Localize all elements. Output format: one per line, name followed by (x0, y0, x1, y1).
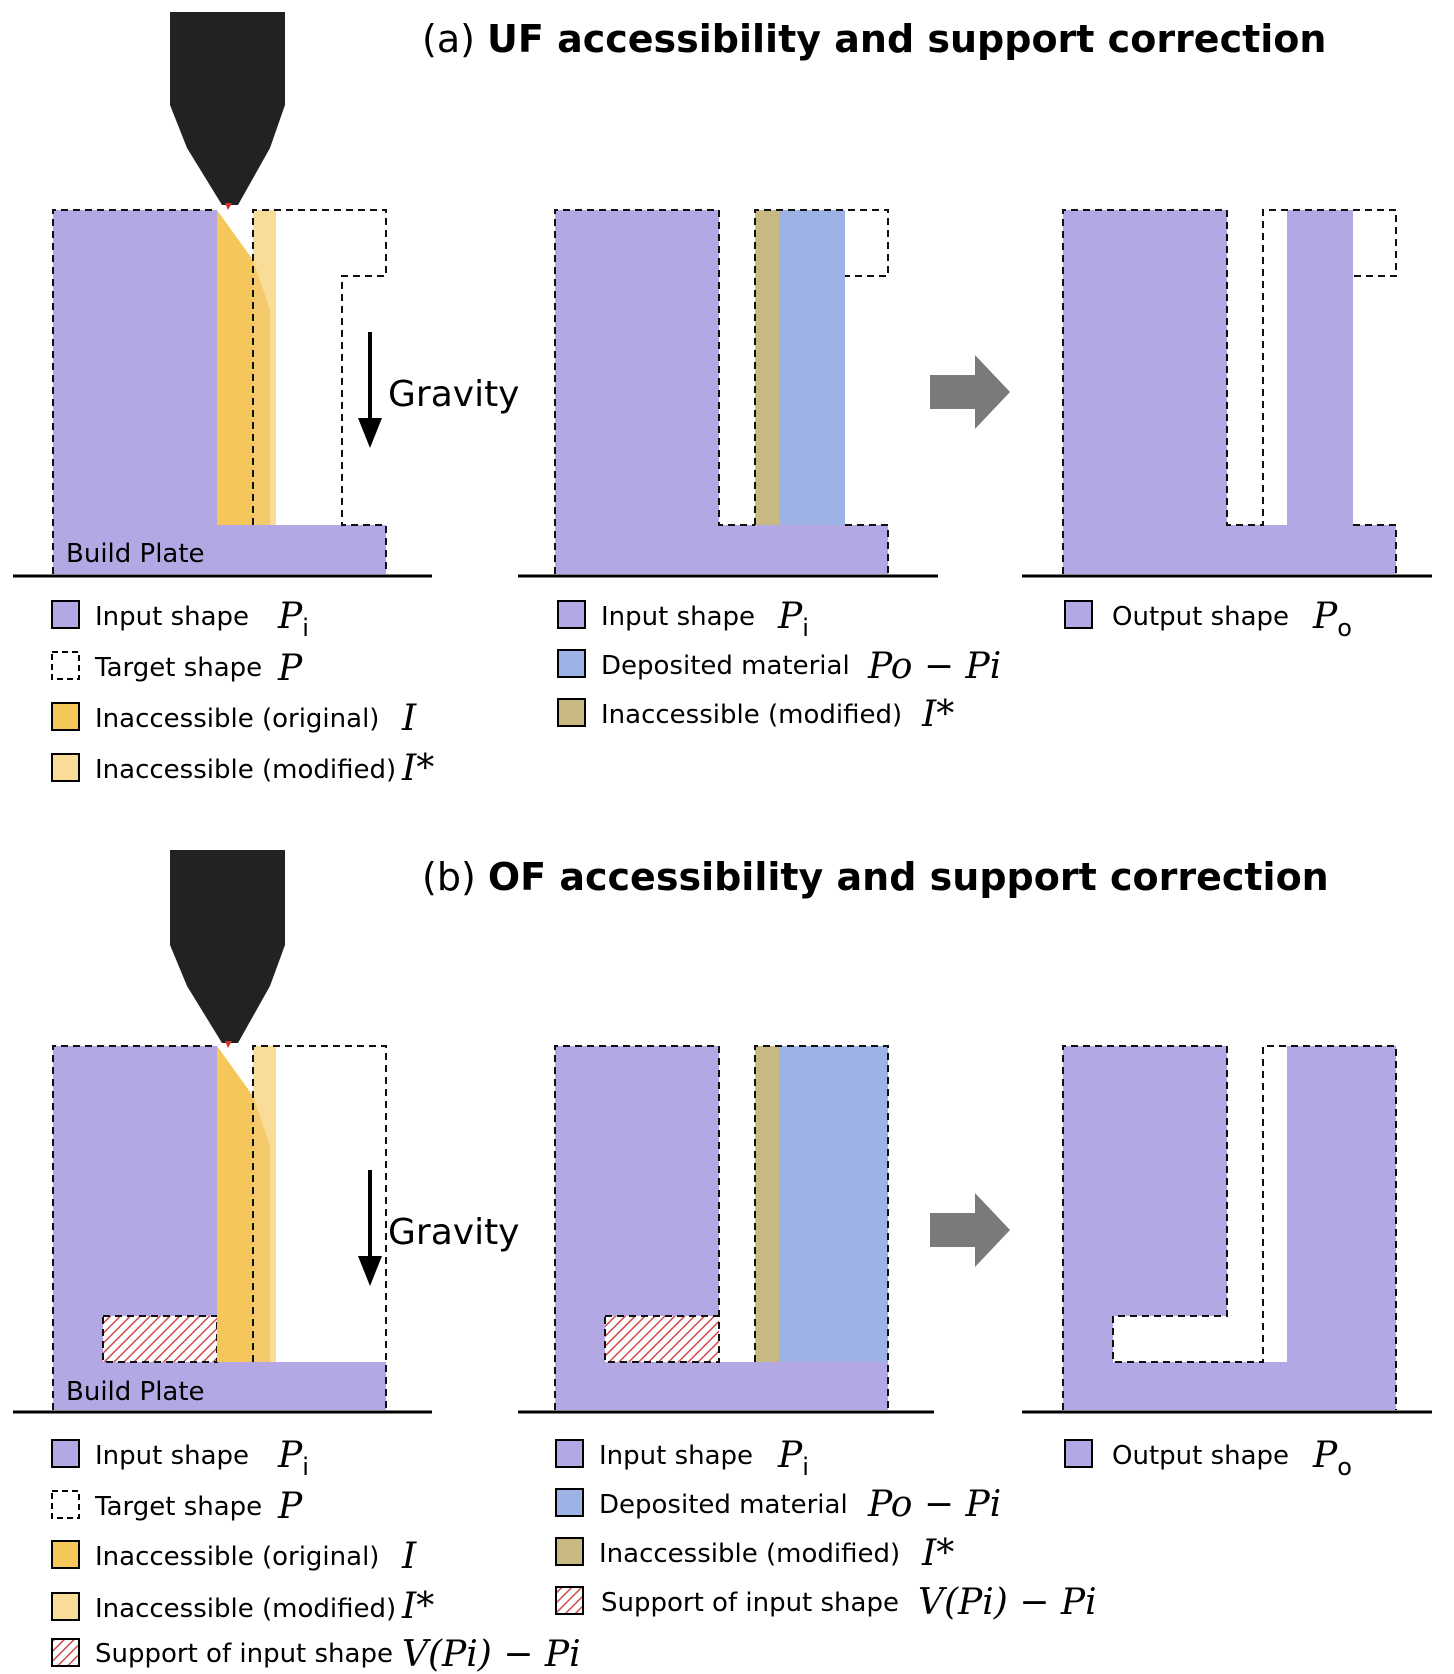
legend-item: Inaccessible (modified) I* (555, 1533, 954, 1574)
svg-text:Support of input shape: Support of input shape (601, 1588, 899, 1618)
svg-text:Inaccessible (modified): Inaccessible (modified) (95, 1594, 396, 1624)
panel-b-right-diagram (1022, 1045, 1432, 1414)
svg-text:P: P (277, 1486, 303, 1527)
svg-text:I*: I* (921, 694, 954, 735)
gravity-label: Gravity (388, 374, 519, 415)
arrow-down-icon (358, 1256, 382, 1286)
target-shape-outline (52, 209, 217, 574)
svg-text:Inaccessible (modified): Inaccessible (modified) (601, 700, 902, 730)
svg-text:Pi: Pi (777, 596, 809, 642)
svg-text:Inaccessible (original): Inaccessible (original) (95, 704, 379, 734)
svg-text:Output shape: Output shape (1112, 602, 1289, 632)
svg-text:Po: Po (1312, 596, 1352, 642)
svg-text:Input shape: Input shape (95, 1441, 249, 1471)
input-shape (53, 210, 217, 574)
svg-text:Input shape: Input shape (599, 1441, 753, 1471)
legend-item: Input shape Pi (51, 1435, 309, 1481)
legend-item: Input shape Pi (51, 596, 309, 642)
inaccessible-modified-region (755, 210, 779, 525)
target-shape-outline (252, 209, 387, 574)
panel-b-left-diagram: Gravity Build Plate (13, 850, 519, 1414)
build-plate-label: Build Plate (66, 539, 205, 569)
svg-text:I: I (401, 698, 417, 739)
svg-text:I*: I* (401, 1586, 434, 1627)
svg-text:Inaccessible (modified): Inaccessible (modified) (95, 755, 396, 785)
legend-item: Output shape Po (1064, 596, 1352, 642)
panel-a-title: (a) UF accessibility and support correct… (422, 17, 1326, 61)
gravity-label: Gravity (388, 1212, 519, 1253)
svg-text:Inaccessible (modified): Inaccessible (modified) (599, 1539, 900, 1569)
legend-item: Inaccessible (modified) I* (557, 694, 954, 735)
panel-a-middle-diagram (518, 209, 938, 578)
panel-a-legend-left: Input shape Pi Target shape P Inaccessib… (51, 596, 434, 789)
panel-a-legend-middle: Input shape Pi Deposited material Po − P… (557, 596, 1001, 735)
panel-a-left-diagram: Gravity Build Plate (13, 12, 519, 578)
svg-text:Target shape: Target shape (94, 1492, 262, 1522)
panel-b: (b) OF accessibility and support correct… (13, 850, 1432, 1674)
svg-text:I*: I* (401, 748, 434, 789)
panel-b-middle-diagram (518, 1045, 934, 1414)
legend-item: Inaccessible (original) I (51, 698, 417, 739)
svg-text:Target shape: Target shape (94, 653, 262, 683)
legend-item: Deposited material Po − Pi (555, 1484, 1001, 1525)
legend-item: Input shape Pi (557, 596, 809, 642)
nozzle-icon (170, 12, 285, 205)
svg-text:Output shape: Output shape (1112, 1441, 1289, 1471)
nozzle-icon (170, 850, 285, 1043)
support-region (102, 1315, 218, 1363)
svg-text:Pi: Pi (277, 596, 309, 642)
svg-text:P: P (277, 648, 303, 689)
panel-b-legend-left: Input shape Pi Target shape P Inaccessib… (51, 1435, 581, 1674)
build-plate-label: Build Plate (66, 1377, 205, 1407)
svg-text:Input shape: Input shape (601, 602, 755, 632)
legend-item: Support of input shape V(Pi) − Pi (555, 1582, 1097, 1623)
transition-arrow-icon (930, 1193, 1010, 1267)
svg-text:Deposited material: Deposited material (599, 1490, 848, 1520)
svg-text:Po − Pi: Po − Pi (867, 1484, 1001, 1525)
legend-item: Target shape P (51, 648, 303, 689)
panel-b-legend-right: Output shape Po (1064, 1435, 1352, 1481)
arrow-down-icon (358, 418, 382, 448)
legend-item: Support of input shape V(Pi) − Pi (51, 1634, 581, 1674)
legend-item: Inaccessible (modified) I* (51, 1586, 434, 1627)
svg-text:Inaccessible (original): Inaccessible (original) (95, 1542, 379, 1572)
support-region (604, 1315, 720, 1363)
panel-b-title: (b) OF accessibility and support correct… (422, 855, 1329, 899)
legend-item: Deposited material Po − Pi (557, 646, 1001, 687)
panel-a: (a) UF accessibility and support correct… (13, 12, 1432, 789)
svg-text:V(Pi) − Pi: V(Pi) − Pi (402, 1634, 581, 1674)
svg-text:Input shape: Input shape (95, 602, 249, 632)
inaccessible-original-region (217, 210, 253, 525)
svg-text:Pi: Pi (277, 1435, 309, 1481)
build-plate-base (53, 525, 386, 574)
svg-text:Po: Po (1312, 1435, 1352, 1481)
deposited-material-region (779, 210, 845, 525)
svg-text:I: I (401, 1536, 417, 1577)
legend-item: Inaccessible (original) I (51, 1536, 417, 1577)
legend-item: Inaccessible (modified) I* (51, 748, 434, 789)
svg-text:Support of input shape: Support of input shape (95, 1639, 393, 1669)
panel-a-legend-right: Output shape Po (1064, 596, 1352, 642)
svg-text:Deposited material: Deposited material (601, 651, 850, 681)
svg-text:I*: I* (921, 1533, 954, 1574)
panel-b-legend-middle: Input shape Pi Deposited material Po − P… (555, 1435, 1097, 1623)
svg-text:Pi: Pi (777, 1435, 809, 1481)
legend-item: Target shape P (51, 1486, 303, 1527)
svg-text:V(Pi) − Pi: V(Pi) − Pi (918, 1582, 1097, 1623)
legend-item: Output shape Po (1064, 1435, 1352, 1481)
legend-item: Input shape Pi (555, 1435, 809, 1481)
panel-a-right-diagram (1022, 209, 1432, 578)
transition-arrow-icon (930, 355, 1010, 429)
svg-text:Po − Pi: Po − Pi (867, 646, 1001, 687)
